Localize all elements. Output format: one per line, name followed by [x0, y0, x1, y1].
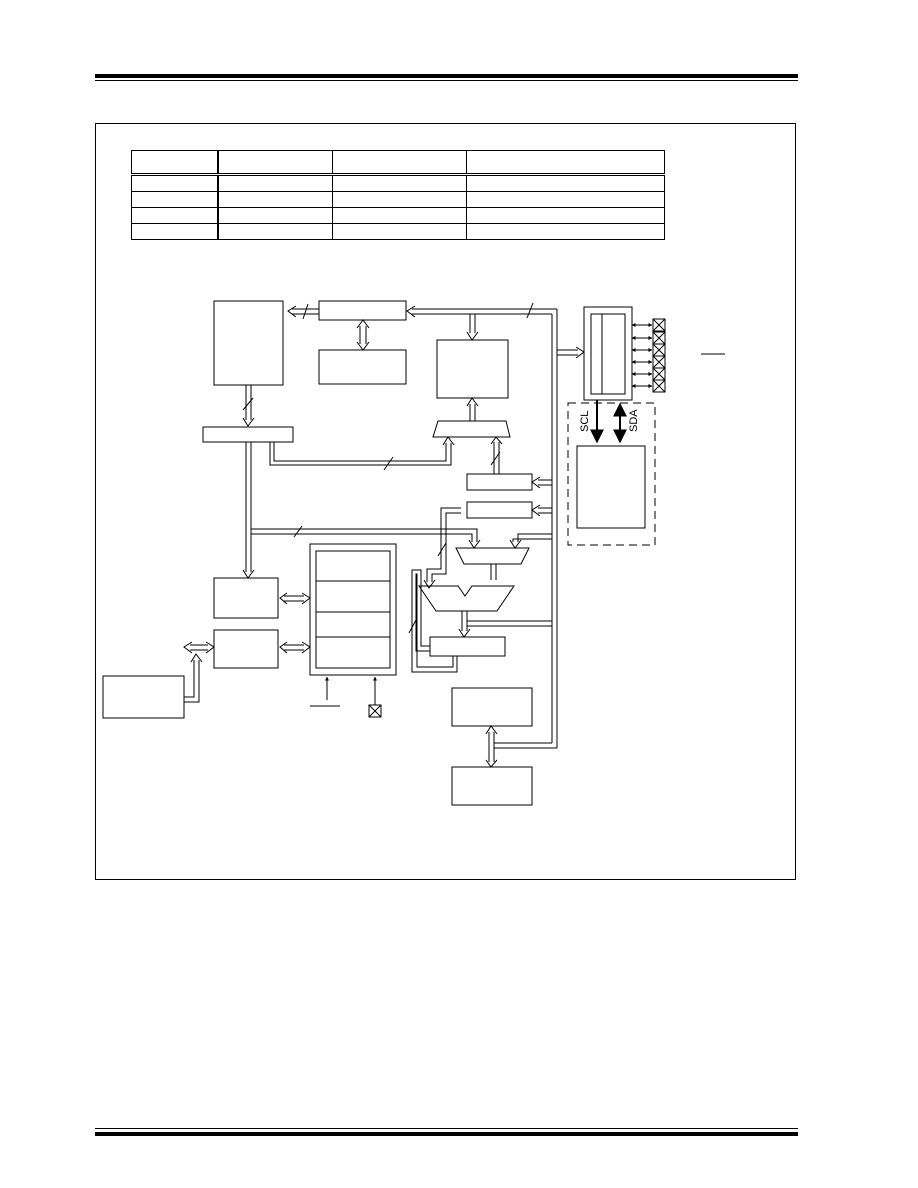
timing-cell [315, 550, 391, 582]
alu [418, 585, 515, 612]
bus-lines [183, 305, 585, 768]
header-rule-thick [95, 74, 798, 78]
table-row [131, 174, 665, 192]
table-cell [466, 223, 665, 240]
table-header-cell [131, 150, 219, 176]
table-row [131, 223, 665, 240]
stack-block [318, 349, 407, 385]
table-header-cell [217, 150, 333, 176]
i2c-arrows [590, 400, 627, 444]
header-rule-thin [95, 80, 798, 81]
gpio-inner-left [590, 313, 603, 395]
gpio-inner-right [601, 313, 626, 395]
eeprom-data-block [451, 766, 533, 806]
figure-frame [95, 123, 796, 880]
w-register-block [429, 636, 506, 657]
footer-rule-thick [95, 1132, 798, 1136]
instruction-decode-block [213, 577, 279, 619]
program-memory-block [213, 300, 284, 386]
footer-rule-thin [95, 1128, 798, 1129]
external-clock-block [102, 675, 185, 719]
device-table [131, 150, 665, 240]
timing-cell [315, 636, 391, 669]
alu-input-mux [455, 547, 530, 565]
sda-label: SDA [628, 409, 640, 432]
eeprom-address-block [451, 687, 533, 727]
ram-block [436, 339, 509, 399]
gpio-outer [583, 306, 633, 401]
gpio-pins [631, 318, 725, 393]
fsr-register-block [466, 473, 533, 491]
timing-stack-outer [309, 543, 397, 676]
instruction-register-block [202, 426, 294, 443]
table-cell [131, 223, 219, 240]
table-header-cell [332, 150, 467, 176]
i2c-dashed-region [567, 402, 656, 546]
status-register-block [466, 501, 533, 519]
timing-cell [315, 611, 391, 638]
bus-width-marks [242, 302, 534, 634]
table-header-row [131, 150, 665, 176]
address-mux [432, 420, 511, 438]
timing-cell [315, 580, 391, 613]
table-header-cell [466, 150, 665, 176]
scl-label: SCL [579, 411, 591, 432]
oscillator-block [213, 629, 279, 669]
program-counter-block [318, 300, 407, 321]
control-arrows [310, 676, 377, 707]
i2c-eeprom-block [576, 445, 646, 529]
